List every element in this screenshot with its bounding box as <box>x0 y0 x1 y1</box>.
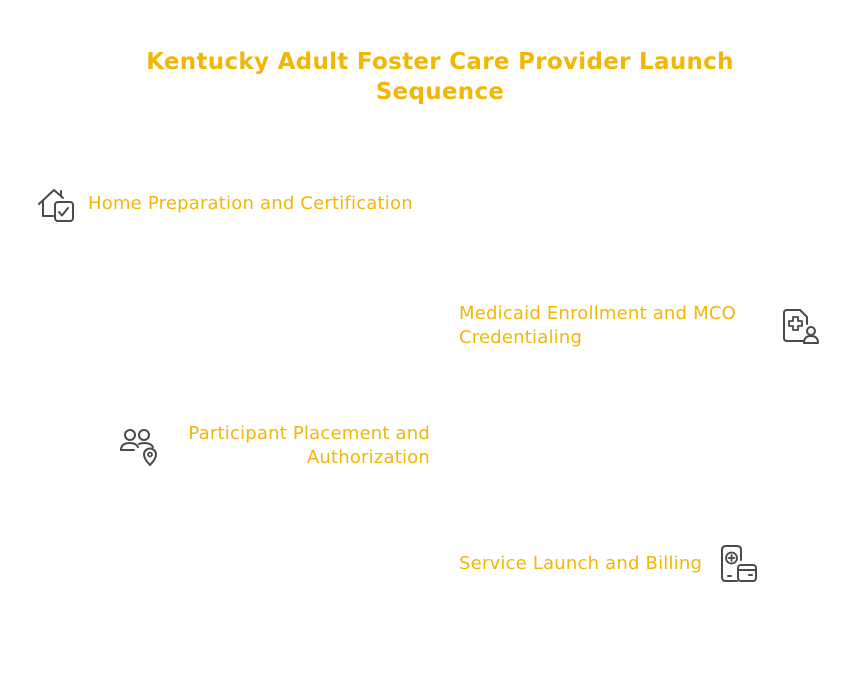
step-label: Service Launch and Billing <box>459 553 703 574</box>
mobile-payment-card-icon <box>718 544 758 584</box>
diagram-title: Kentucky Adult Foster Care Provider Laun… <box>146 49 734 105</box>
medical-document-person-icon <box>781 306 821 346</box>
people-location-icon <box>118 426 158 466</box>
step-medicaid-enrollment: Medicaid Enrollment and MCO Credentialin… <box>459 302 821 350</box>
step-participant-placement: Participant Placement and Authorization <box>118 422 430 470</box>
step-label: Home Preparation and Certification <box>88 193 413 214</box>
step-label: Participant Placement and Authorization <box>188 423 430 468</box>
house-check-icon <box>36 184 76 224</box>
step-home-preparation: Home Preparation and Certification <box>36 184 413 224</box>
step-service-launch: Service Launch and Billing <box>459 544 758 584</box>
step-label: Medicaid Enrollment and MCO Credentialin… <box>459 303 736 348</box>
